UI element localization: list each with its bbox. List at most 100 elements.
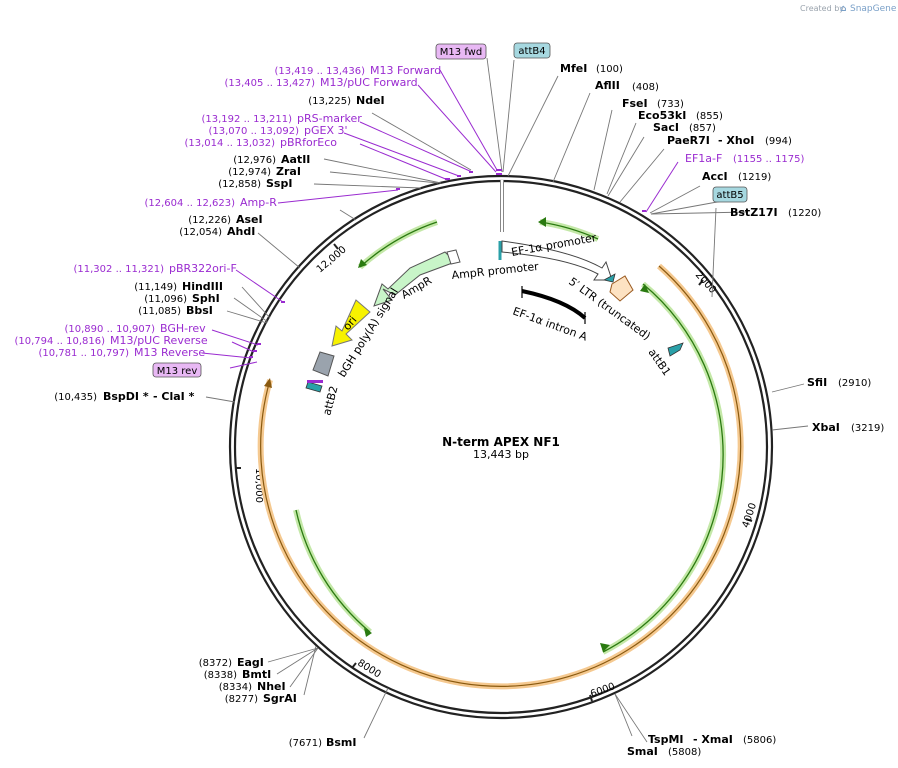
site-saci: SacI bbox=[653, 121, 679, 134]
site-xbai-pos: (3219) bbox=[851, 423, 884, 434]
scale-ticks bbox=[235, 243, 753, 702]
site-bstz17i-pos: (1220) bbox=[788, 208, 821, 219]
m13-rev-label: M13 rev bbox=[157, 366, 198, 377]
site-smai: SmaI bbox=[627, 745, 658, 758]
ampr-promoter-label: AmpR promoter bbox=[451, 260, 540, 282]
feat-bgh-rev: BGH-rev bbox=[160, 322, 206, 335]
feat-m13-reverse: M13 Reverse bbox=[134, 346, 205, 359]
site-bmti-pos: (8338) bbox=[204, 670, 237, 681]
primer-marks bbox=[249, 169, 646, 383]
feat-pbrforeco-pos: (13,014 .. 13,032) bbox=[185, 138, 276, 149]
site-eagi: EagI bbox=[237, 656, 264, 669]
feat-pbr322ori-pos: (11,302 .. 11,321) bbox=[74, 264, 165, 275]
site-asei-pos: (12,226) bbox=[188, 215, 231, 226]
site-sgrai-pos: (8277) bbox=[225, 694, 258, 705]
site-bmti: BmtI bbox=[242, 668, 271, 681]
site-sspi: SspI bbox=[266, 177, 292, 190]
sites-left: (7671) BsmI (8372) EagI (8338) BmtI (833… bbox=[54, 94, 384, 749]
attb4-label: attB4 bbox=[518, 46, 545, 57]
site-ndei-pos: (13,225) bbox=[308, 96, 351, 107]
feat-pgex3-pos: (13,070 .. 13,092) bbox=[209, 126, 300, 137]
feat-ampr-pos: (12,604 .. 12,623) bbox=[145, 198, 236, 209]
site-fsei: FseI bbox=[622, 97, 648, 110]
feat-m13puc-forward-pos: (13,405 .. 13,427) bbox=[225, 78, 316, 89]
site-mfei: MfeI bbox=[560, 62, 587, 75]
feat-prs-marker: pRS-marker bbox=[297, 112, 362, 125]
feat-bgh-rev-pos: (10,890 .. 10,907) bbox=[65, 324, 156, 335]
feat-ampr: Amp-R bbox=[240, 196, 277, 209]
site-zrai-pos: (12,974) bbox=[228, 167, 271, 178]
site-bspdi: BspDI * bbox=[103, 390, 149, 403]
site-xbai: XbaI bbox=[812, 421, 840, 434]
site-aflii: AflII bbox=[595, 79, 620, 92]
m13-rev-box bbox=[152, 362, 202, 378]
site-saci-pos: (857) bbox=[689, 123, 716, 134]
site-bbsi-pos: (11,085) bbox=[138, 306, 181, 317]
site-sphi: SphI bbox=[192, 292, 220, 305]
site-mfei-pos: (100) bbox=[596, 64, 623, 75]
attb5-label: attB5 bbox=[716, 190, 743, 201]
snapgene-logo: ⌂ bbox=[840, 4, 847, 14]
feat-ef1a-f-pos: (1155 .. 1175) bbox=[733, 154, 805, 165]
feat-pbrforeco: pBRforEco bbox=[280, 136, 337, 149]
site-claI-pos: (10,435) bbox=[54, 392, 97, 403]
site-aatii: AatII bbox=[281, 153, 310, 166]
attb5-box bbox=[712, 186, 748, 203]
site-aatii-pos: (12,976) bbox=[233, 155, 276, 166]
created-by-label: Created by bbox=[800, 4, 844, 13]
site-zrai: ZraI bbox=[276, 165, 301, 178]
primer-lines bbox=[201, 69, 679, 369]
snapgene-brand: SnapGene bbox=[850, 4, 897, 14]
attb4-box bbox=[513, 42, 551, 59]
feat-m13-forward: M13 Forward bbox=[370, 64, 441, 77]
site-ahdi-pos: (12,054) bbox=[179, 227, 222, 238]
site-sfii: SfiI bbox=[807, 376, 827, 389]
feat-pbr322ori: pBR322ori-F bbox=[169, 262, 237, 275]
site-nhei: NheI bbox=[257, 680, 286, 693]
site-xmai: - XmaI bbox=[693, 733, 733, 746]
green-arcs bbox=[293, 217, 727, 655]
site-hindiii-pos: (11,149) bbox=[134, 282, 177, 293]
plasmid-name: N-term APEX NF1 bbox=[442, 435, 560, 449]
site-bbsi: BbsI bbox=[186, 304, 213, 317]
site-tspmi: TspMI bbox=[648, 733, 684, 746]
feat-m13-reverse-pos: (10,781 .. 10,797) bbox=[39, 348, 130, 359]
feat-prs-marker-pos: (13,192 .. 13,211) bbox=[202, 114, 293, 125]
orf-arcs bbox=[257, 263, 744, 690]
attb2-label: attB2 bbox=[320, 385, 340, 417]
plasmid-length: 13,443 bp bbox=[473, 448, 529, 461]
site-bsmi-pos: (7671) bbox=[289, 738, 322, 749]
site-eagi-pos: (8372) bbox=[199, 658, 232, 669]
site-sphi-pos: (11,096) bbox=[144, 294, 187, 305]
site-paer7i: PaeR7I bbox=[667, 134, 710, 147]
site-sfii-pos: (2910) bbox=[838, 378, 871, 389]
site-eco53ki-pos: (855) bbox=[696, 111, 723, 122]
site-nhei-pos: (8334) bbox=[219, 682, 252, 693]
site-xmai-pos: (5806) bbox=[743, 735, 776, 746]
site-acci-pos: (1219) bbox=[738, 172, 771, 183]
site-aflii-pos: (408) bbox=[632, 82, 659, 93]
m13-fwd-label: M13 fwd bbox=[440, 47, 482, 58]
site-bstz17i: BstZ17I bbox=[730, 206, 778, 219]
feat-ef1a-f: EF1a-F bbox=[685, 152, 722, 165]
feat-m13puc-reverse-pos: (10,794 .. 10,816) bbox=[15, 336, 106, 347]
tick-12000: 12,000 bbox=[315, 244, 349, 275]
site-smai-pos: (5808) bbox=[668, 747, 701, 758]
site-ndei: NdeI bbox=[356, 94, 385, 107]
feat-m13-forward-pos: (13,419 .. 13,436) bbox=[275, 66, 366, 77]
site-xhoi-pos: (994) bbox=[765, 136, 792, 147]
site-fsei-pos: (733) bbox=[657, 99, 684, 110]
backbone-outer2 bbox=[228, 174, 774, 720]
m13-fwd-box bbox=[435, 43, 487, 60]
site-sgrai: SgrAI bbox=[263, 692, 297, 705]
sites-right: MfeI (100) AflII (408) FseI (733) Eco53k… bbox=[560, 62, 884, 758]
site-hindiii: HindIII bbox=[182, 280, 223, 293]
site-clai: - ClaI * bbox=[153, 390, 195, 403]
site-ahdi: AhdI bbox=[227, 225, 255, 238]
feat-m13puc-reverse: M13/pUC Reverse bbox=[110, 334, 208, 347]
primer-features: (13,419 .. 13,436) M13 Forward (13,405 .… bbox=[15, 64, 805, 359]
inner-features bbox=[305, 180, 684, 393]
site-asei: AseI bbox=[236, 213, 263, 226]
site-xhoi: - XhoI bbox=[718, 134, 754, 147]
